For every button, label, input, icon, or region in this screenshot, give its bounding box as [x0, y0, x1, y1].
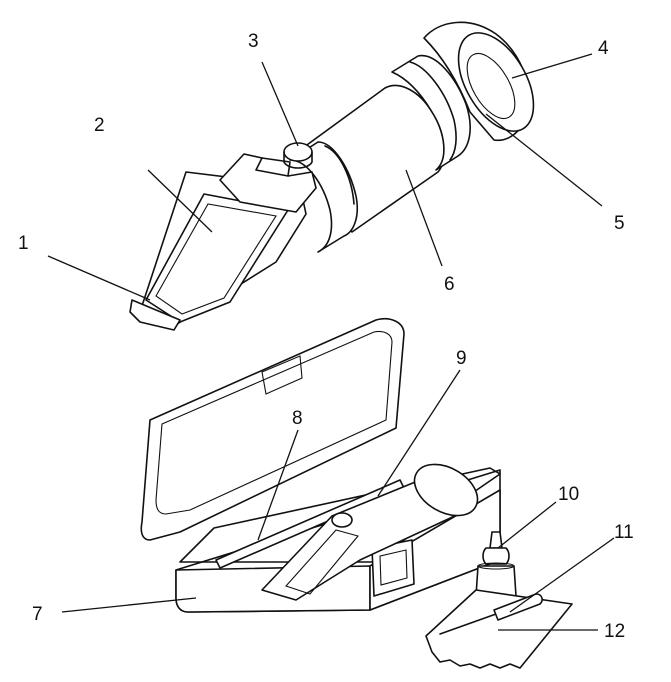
callout-9: 9 [456, 348, 467, 369]
cleaning-cloth [425, 589, 573, 669]
focus-ring [391, 54, 471, 171]
callout-12: 12 [604, 621, 625, 642]
callout-labels: 1 2 3 4 5 6 7 8 9 10 11 12 [18, 31, 634, 642]
refractometer [129, 21, 535, 331]
callout-1: 1 [18, 233, 29, 254]
prism-surface [129, 299, 181, 331]
leader-lines [47, 53, 615, 631]
callout-10: 10 [558, 484, 579, 505]
callout-2: 2 [94, 115, 105, 136]
callout-7: 7 [32, 604, 43, 625]
callout-5: 5 [614, 213, 625, 234]
carry-case [140, 318, 501, 613]
hinge [219, 153, 317, 213]
callout-8: 8 [292, 408, 303, 429]
callout-4: 4 [598, 38, 609, 59]
callout-3: 3 [248, 31, 259, 52]
callout-6: 6 [444, 274, 455, 295]
grip-ring [289, 141, 359, 253]
callout-11: 11 [614, 522, 634, 543]
case-lid [140, 318, 405, 541]
